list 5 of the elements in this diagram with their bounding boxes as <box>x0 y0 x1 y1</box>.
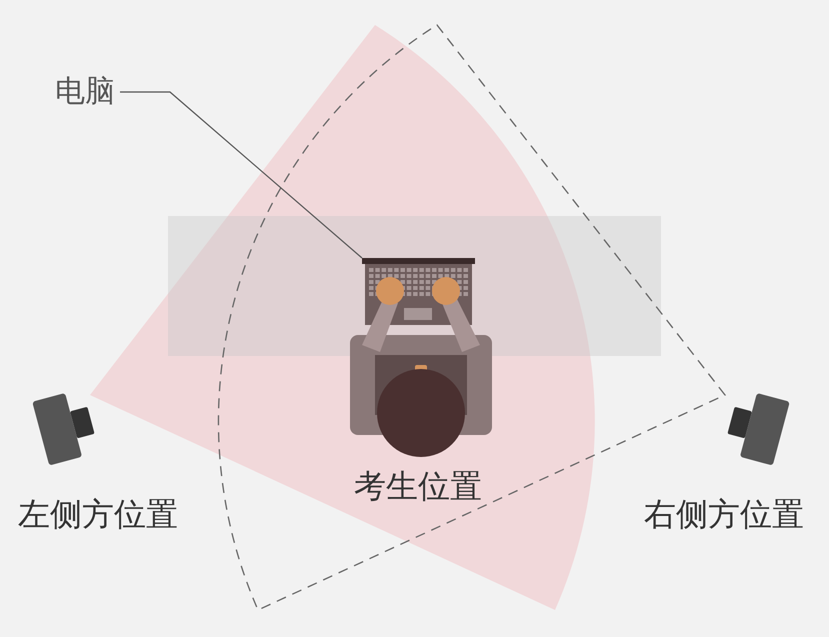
position-label: 左侧方位置 <box>17 495 179 534</box>
position-label: 考生位置 <box>353 467 483 506</box>
callout-label: 电脑 <box>50 72 120 112</box>
position-label: 右侧方位置 <box>643 495 805 534</box>
leader-line <box>120 91 362 258</box>
